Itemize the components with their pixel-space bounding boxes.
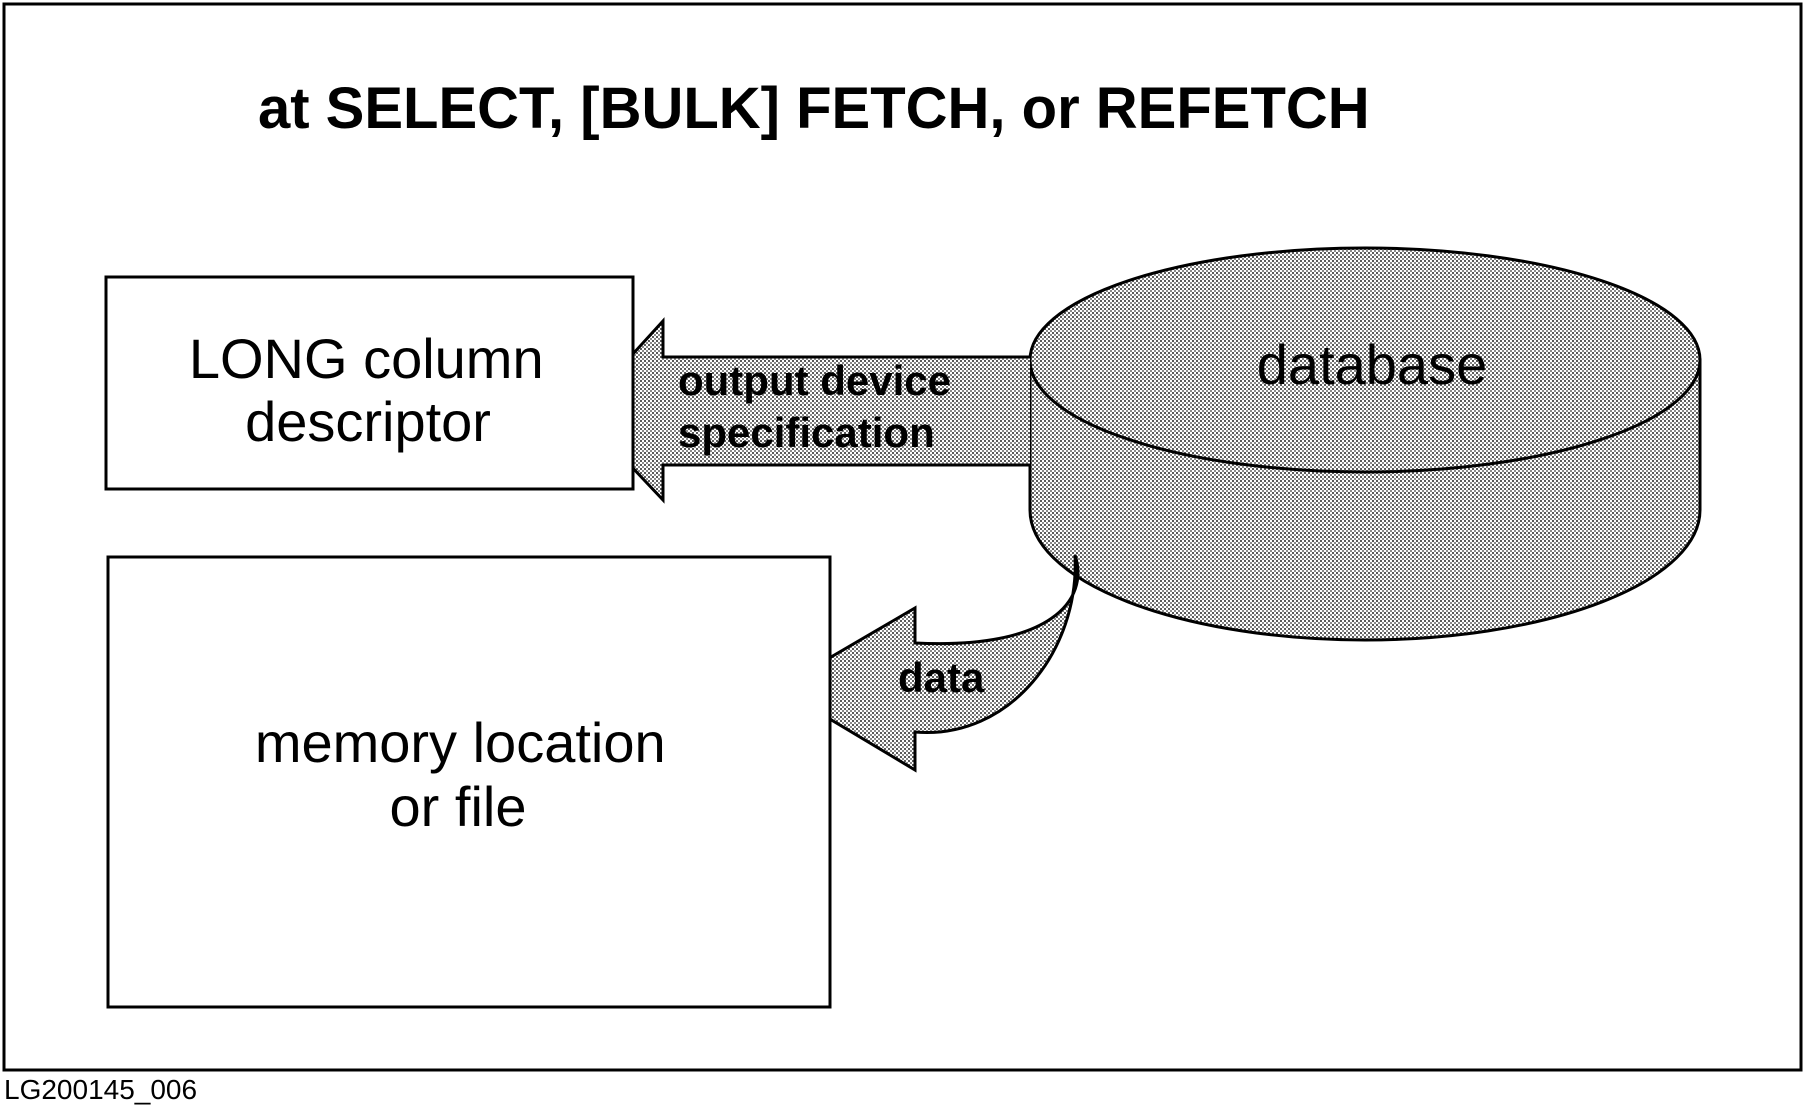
memory-box-label-line1: memory location — [255, 711, 666, 774]
memory-box-label-line2: or file — [390, 775, 527, 838]
output-device-arrow-label-line2: specification — [678, 409, 935, 456]
svg-text:memory location or file: memory location or file — [255, 711, 681, 838]
memory-box-frame — [106, 555, 832, 1009]
descriptor-box-label-line1: LONG column — [189, 327, 544, 390]
svg-text:LONG column descriptor: LONG column descriptor — [189, 327, 559, 453]
database-label: database — [1257, 333, 1487, 396]
descriptor-box-label-line2: descriptor — [245, 390, 491, 453]
output-device-arrow-label-line1: output device — [678, 357, 951, 404]
svg-text:output device specificat: output device specification — [678, 357, 963, 456]
figure-id: LG200145_006 — [4, 1074, 197, 1105]
memory-box: memory location or file — [106, 555, 832, 1009]
diagram-title: at SELECT, [BULK] FETCH, or REFETCH — [258, 76, 1370, 141]
data-arrow-label: data — [898, 654, 985, 701]
descriptor-box-frame — [104, 275, 635, 491]
database-cylinder: database — [1028, 246, 1702, 642]
data-arrow-shape — [775, 554, 1080, 773]
descriptor-box: LONG column descriptor — [104, 275, 635, 491]
output-device-arrow: output device specification — [577, 317, 1030, 504]
data-arrow: data — [775, 554, 1080, 773]
